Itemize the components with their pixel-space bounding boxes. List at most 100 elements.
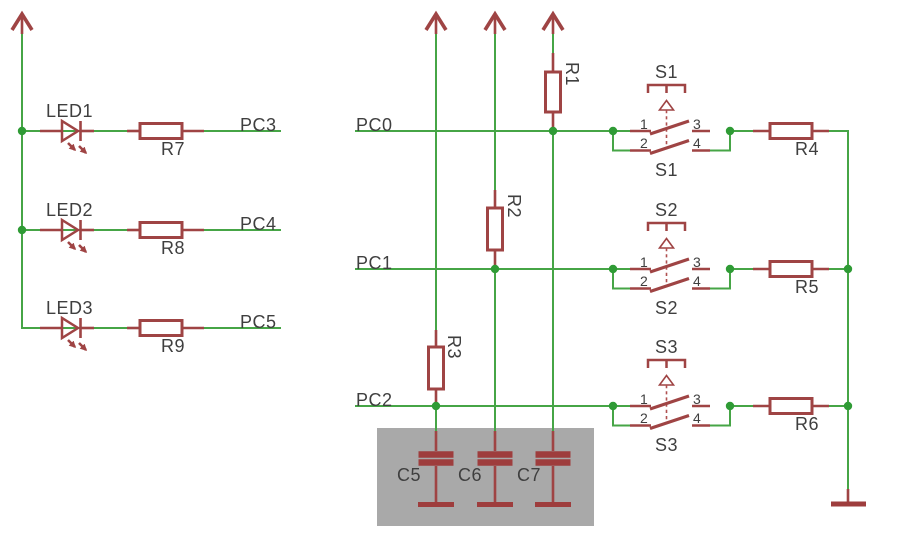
resistor-body — [544, 70, 562, 114]
led-symbol-triangle — [60, 217, 81, 243]
switch-s2-top-label: S2 — [655, 200, 679, 220]
pin-number: 1 — [640, 391, 648, 407]
power-arrow-icons — [10, 10, 565, 34]
capacitor-c6-label: C6 — [458, 465, 483, 485]
led3-ref-label: LED3 — [46, 298, 94, 318]
led-emission-arrow-icon — [78, 244, 88, 254]
resistor-body — [768, 122, 814, 140]
power-arrow-icon — [483, 10, 507, 34]
switch-contact-blade — [649, 257, 690, 274]
switch-contact-blade — [649, 138, 690, 156]
pin-number: 3 — [693, 116, 701, 132]
resistor-r6-label: R6 — [795, 414, 820, 434]
resistor-r4 — [753, 122, 829, 140]
led-symbol-triangle — [60, 315, 81, 341]
wire — [710, 406, 731, 427]
switch-actuator-arrow-icon — [657, 237, 676, 249]
resistor-r1-label: R1 — [562, 62, 582, 87]
led-branch-1 — [40, 118, 204, 155]
resistor-r5-label: R5 — [795, 277, 820, 297]
junction-dot — [725, 126, 735, 136]
junction-dots — [17, 126, 853, 411]
symbol-stroke — [10, 10, 34, 31]
led-emission-arrow-icon — [78, 342, 88, 352]
resistor-r3 — [427, 330, 445, 406]
resistor-r1 — [544, 53, 562, 131]
led-branch-2 — [40, 217, 204, 254]
resistor-r5 — [753, 260, 829, 278]
power-arrow-icon — [424, 10, 448, 34]
switch-contact-blade — [649, 119, 690, 136]
junction-dot — [431, 401, 441, 411]
junction-dot — [17, 126, 27, 136]
junction-dot — [490, 264, 500, 274]
switch-actuator-arrow-icon — [657, 99, 676, 111]
net-label-pc0: PC0 — [356, 115, 393, 135]
led2-ref-label: LED2 — [46, 200, 94, 220]
junction-dot — [608, 264, 618, 274]
junction-dot — [548, 126, 558, 136]
net-wires — [21, 33, 849, 489]
capacitor-c5-symbol — [418, 431, 454, 507]
capacitor-c7-symbol — [535, 431, 571, 507]
resistor-r2-label: R2 — [504, 194, 524, 219]
switch-contact-blade — [649, 413, 690, 431]
led-branch-3 — [40, 315, 204, 352]
switch-s3-symbol — [630, 358, 710, 431]
led-emission-arrow-icon — [67, 142, 77, 152]
switch-actuator-arrow-icon — [657, 374, 676, 386]
capacitor-c6-symbol — [477, 431, 513, 507]
resistor-body — [138, 221, 184, 239]
led-emission-arrow-icon — [78, 145, 88, 155]
switch-s2-symbol — [630, 221, 710, 294]
resistor-r3-label: R3 — [444, 335, 464, 360]
symbol-stroke — [483, 10, 507, 31]
led-symbol-triangle — [60, 118, 81, 144]
pin-number: 1 — [640, 116, 648, 132]
resistor-body — [486, 206, 504, 252]
switch-s3-bottom-label: S3 — [655, 435, 679, 455]
resistor-r7-label: R7 — [161, 139, 186, 159]
net-label-pc3: PC3 — [240, 115, 277, 135]
symbol-stroke — [424, 10, 448, 31]
capacitor-c5-label: C5 — [397, 465, 422, 485]
resistor-body — [768, 397, 814, 415]
highlight-box — [377, 428, 594, 526]
junction-dot — [843, 401, 853, 411]
wire — [612, 131, 630, 152]
capacitor-c7-label: C7 — [517, 465, 542, 485]
pin-number: 4 — [693, 135, 701, 151]
switch-contact-blade — [649, 276, 690, 294]
led-emission-arrow-icon — [67, 241, 77, 251]
switch-contact-blade — [649, 394, 690, 411]
resistor-body — [138, 319, 184, 337]
led1-ref-label: LED1 — [46, 101, 94, 121]
net-label-pc1: PC1 — [356, 253, 393, 273]
resistor-body — [427, 345, 445, 391]
resistor-body — [768, 260, 814, 278]
pin-number: 3 — [693, 254, 701, 270]
wire — [710, 131, 731, 152]
pin-number: 2 — [640, 410, 648, 426]
resistor-r4-label: R4 — [795, 139, 820, 159]
switch-s1-top-label: S1 — [655, 62, 679, 82]
junction-dot — [725, 401, 735, 411]
pin-number: 2 — [640, 273, 648, 289]
resistor-r9-label: R9 — [161, 336, 186, 356]
wire — [710, 269, 731, 290]
ground-symbol — [831, 489, 866, 507]
net-label-pc5: PC5 — [240, 312, 277, 332]
switch-s1-symbol — [630, 83, 710, 156]
net-label-pc4: PC4 — [240, 214, 277, 234]
resistor-body — [138, 122, 184, 140]
wire — [612, 269, 630, 290]
resistor-r8-label: R8 — [161, 238, 186, 258]
pin-number: 1 — [640, 254, 648, 270]
junction-dot — [843, 264, 853, 274]
net-label-pc2: PC2 — [356, 390, 393, 410]
junction-dot — [17, 225, 27, 235]
pin-number: 4 — [693, 273, 701, 289]
power-arrow-icon — [541, 10, 565, 34]
